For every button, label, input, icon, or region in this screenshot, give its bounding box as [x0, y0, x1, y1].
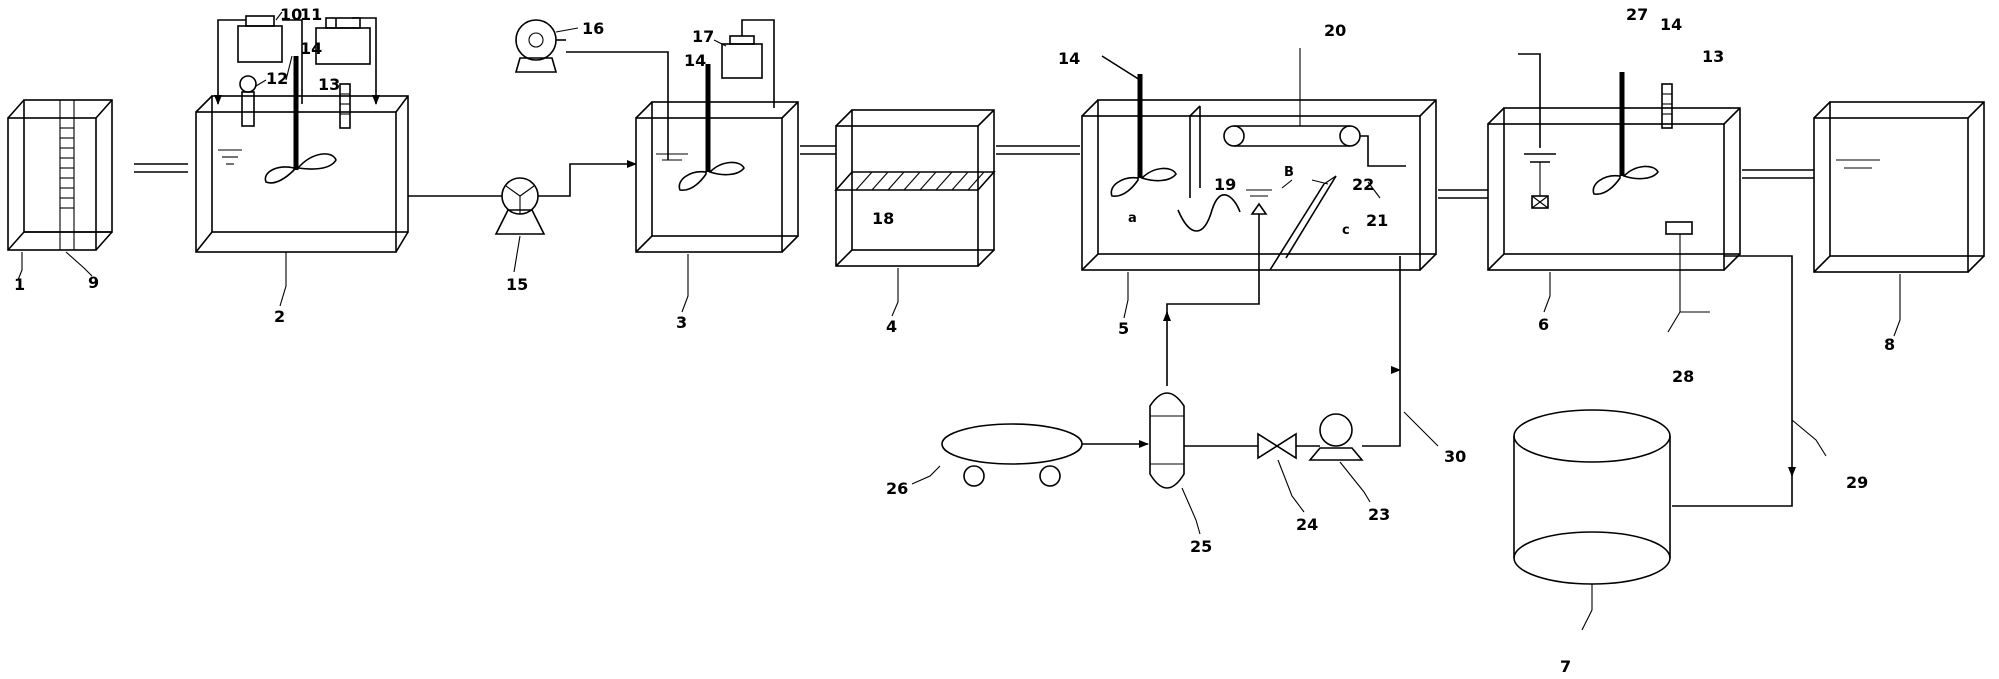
- label-25: 25: [1190, 537, 1212, 556]
- pipe-4-5: [996, 145, 1080, 155]
- label-15: 15: [506, 275, 528, 294]
- sensor-13-tank-2: [339, 83, 351, 129]
- weir-22: [1269, 175, 1337, 271]
- label-17: 17: [692, 27, 714, 46]
- pipe-5-6: [1438, 189, 1488, 199]
- sludge-line-29-to-7: [1672, 472, 1793, 507]
- air-compressor-26: [941, 423, 1083, 487]
- float-19: [1246, 189, 1272, 268]
- probe-12: [239, 75, 257, 127]
- dissolved-air-vessel-25: [1149, 392, 1185, 489]
- label-3: 3: [676, 313, 687, 332]
- tank-1-grille-chamber: [7, 99, 113, 251]
- label-10: 10: [280, 5, 302, 24]
- sensor-13-tank-6: [1661, 83, 1673, 129]
- blower-16: [514, 19, 566, 73]
- flow-curve-a: [1177, 194, 1241, 232]
- probe-28: [1665, 221, 1710, 333]
- pipe-2-pump-3: [408, 160, 637, 197]
- mixer-14-tank-3: [678, 64, 745, 191]
- uv-lamp-27: [1518, 53, 1556, 209]
- label-26: 26: [886, 479, 908, 498]
- label-1: 1: [14, 275, 25, 294]
- leader-14-tank-5: [1101, 55, 1141, 81]
- label-14d: 14: [1660, 15, 1682, 34]
- label-23: 23: [1368, 505, 1390, 524]
- valve-24: [1257, 432, 1297, 460]
- label-21: 21: [1366, 211, 1388, 230]
- label-27: 27: [1626, 5, 1648, 24]
- label-28: 28: [1672, 367, 1694, 386]
- label-9: 9: [88, 273, 99, 292]
- label-12: 12: [266, 69, 288, 88]
- dosing-tank-17: [721, 35, 763, 79]
- tank-4-filter: [835, 109, 995, 267]
- tank-7-sludge: [1513, 409, 1671, 631]
- label-5: 5: [1118, 319, 1129, 338]
- pump-23: [1308, 413, 1364, 461]
- pump-15: [494, 177, 546, 235]
- label-14b: 14: [684, 51, 706, 70]
- pipe-1-2: [134, 163, 188, 173]
- tank-8-clear-water: [1813, 101, 1985, 273]
- air-water-line-to-5b: [1166, 268, 1260, 318]
- label-19: 19: [1214, 175, 1236, 194]
- leader-lines: [17, 11, 1901, 535]
- label-zone-a: a: [1128, 211, 1137, 226]
- tank-6-disinfection: [1487, 107, 1741, 271]
- label-6: 6: [1538, 315, 1549, 334]
- label-8: 8: [1884, 335, 1895, 354]
- label-13a: 13: [318, 75, 340, 94]
- label-22: 22: [1352, 175, 1374, 194]
- label-14c: 14: [1058, 49, 1080, 68]
- label-11: 11: [300, 5, 322, 24]
- filter-media-18: [834, 171, 996, 191]
- mixer-14-tank-5: [1110, 74, 1177, 197]
- tank-2-regulating: [195, 95, 409, 253]
- air-line-16: [566, 51, 669, 160]
- label-4: 4: [886, 317, 897, 336]
- label-13b: 13: [1702, 47, 1724, 66]
- baffle-5: [1189, 105, 1201, 198]
- tank-3: [635, 101, 799, 253]
- dosing-lines-tank-2: [214, 17, 380, 105]
- dosing-line-17: [741, 19, 775, 108]
- recycle-return-30: [1362, 370, 1401, 447]
- pipe-3-4: [800, 145, 836, 155]
- mixer-14-tank-2: [264, 56, 337, 184]
- tank-5-flotation: [1081, 99, 1437, 271]
- sludge-trough-21: [1360, 135, 1406, 167]
- label-18: 18: [872, 209, 894, 228]
- dosing-tank-11: [315, 17, 371, 65]
- label-2: 2: [274, 307, 285, 326]
- label-30: 30: [1444, 447, 1466, 466]
- dosing-tank-10: [237, 15, 283, 63]
- label-zone-b: B: [1284, 165, 1294, 180]
- mixer-14-tank-6: [1592, 72, 1659, 195]
- label-20: 20: [1324, 21, 1346, 40]
- label-7: 7: [1560, 657, 1571, 676]
- screen-9: [59, 100, 75, 250]
- sludge-line-29: [1724, 255, 1796, 477]
- skimmer-20: [1223, 48, 1361, 147]
- label-24: 24: [1296, 515, 1318, 534]
- label-16: 16: [582, 19, 604, 38]
- label-29: 29: [1846, 473, 1868, 492]
- label-zone-c: c: [1342, 223, 1350, 238]
- label-14a: 14: [300, 39, 322, 58]
- pipe-6-8: [1742, 169, 1814, 179]
